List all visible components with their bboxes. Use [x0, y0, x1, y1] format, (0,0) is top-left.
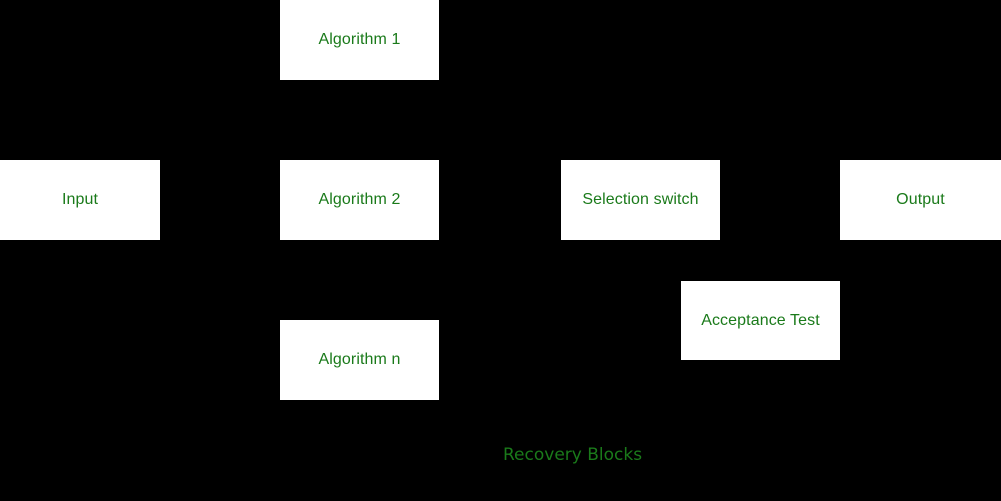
- node-input-label: Input: [61, 191, 99, 209]
- node-algorithm-2[interactable]: Algorithm 2: [280, 160, 439, 240]
- connector-switch-to-output: [720, 199, 840, 201]
- node-selection-switch-label: Selection switch: [582, 191, 699, 209]
- node-output-label: Output: [896, 191, 945, 209]
- connector-acceptance-test-feedback: [840, 319, 900, 321]
- connector-to-algorithm-n: [220, 359, 280, 361]
- node-acceptance-test[interactable]: Acceptance Test: [681, 281, 840, 360]
- node-algorithm-n-label: Algorithm n: [318, 351, 401, 369]
- node-algorithm-n[interactable]: Algorithm n: [280, 320, 439, 400]
- connector-merge-vertical: [500, 40, 502, 360]
- node-acceptance-test-label: Acceptance Test: [701, 311, 820, 329]
- connector-algorithm-1-merge: [439, 39, 501, 41]
- node-algorithm-2-label: Algorithm 2: [318, 191, 401, 209]
- node-selection-switch[interactable]: Selection switch: [561, 160, 720, 240]
- node-input[interactable]: Input: [0, 160, 160, 240]
- connector-to-algorithm-1: [220, 39, 280, 41]
- node-output[interactable]: Output: [840, 160, 1001, 240]
- connector-algorithm-n-merge: [439, 359, 501, 361]
- node-algorithm-1[interactable]: Algorithm 1: [280, 0, 439, 80]
- connector-fanout-vertical: [220, 40, 222, 360]
- node-algorithm-1-label: Algorithm 1: [318, 31, 401, 49]
- connector-switch-to-acceptance-test: [760, 240, 762, 281]
- diagram-caption: Recovery Blocks: [503, 445, 643, 465]
- connector-acceptance-test-feedback-vertical: [898, 240, 900, 320]
